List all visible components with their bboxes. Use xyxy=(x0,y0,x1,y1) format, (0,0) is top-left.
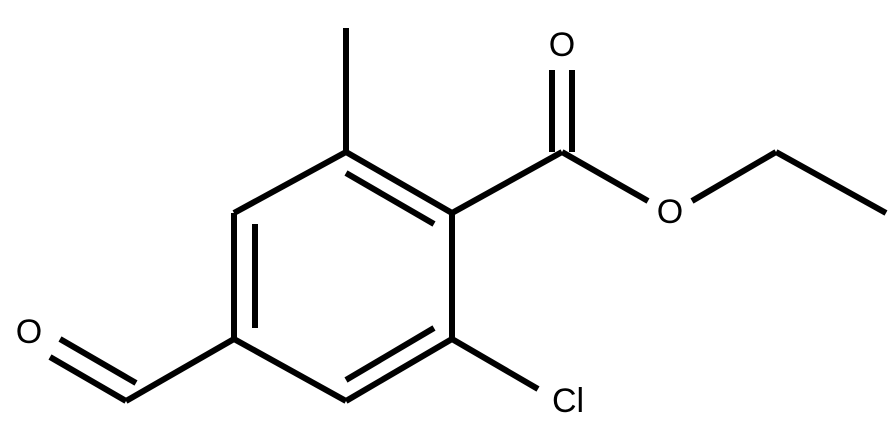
ester-ether-oxygen-label: O xyxy=(657,193,683,231)
aldehyde-group xyxy=(48,336,236,404)
aldehyde-double-bond-b xyxy=(58,336,138,386)
aldehyde-double-bond-a xyxy=(48,354,128,404)
ester-carbonyl-oxygen-label: O xyxy=(549,26,575,64)
benzene-ring xyxy=(231,149,455,404)
aldehyde-oxygen-label: O xyxy=(16,313,42,351)
chlorine-label: Cl xyxy=(552,382,584,420)
ring-to-carbonyl-bond xyxy=(450,149,564,216)
ring-bond-c1-c2 xyxy=(344,149,454,216)
ring-bond-c2-c3 xyxy=(232,149,348,216)
ring-bond-c4-c5 xyxy=(232,336,348,404)
ring-to-aldehyde-bond xyxy=(124,336,236,404)
ring-bond-c1-c2-inner xyxy=(344,170,436,227)
ether-oxygen-to-ch2-bond xyxy=(690,149,778,204)
chlorine-bond xyxy=(450,336,540,392)
ester-group xyxy=(450,70,888,216)
ring-bond-c5-c6 xyxy=(344,336,454,404)
ethyl-terminal-bond xyxy=(774,149,888,216)
ring-bond-c5-c6-inner xyxy=(344,325,436,383)
carbonyl-to-ether-oxygen-bond xyxy=(560,149,650,204)
